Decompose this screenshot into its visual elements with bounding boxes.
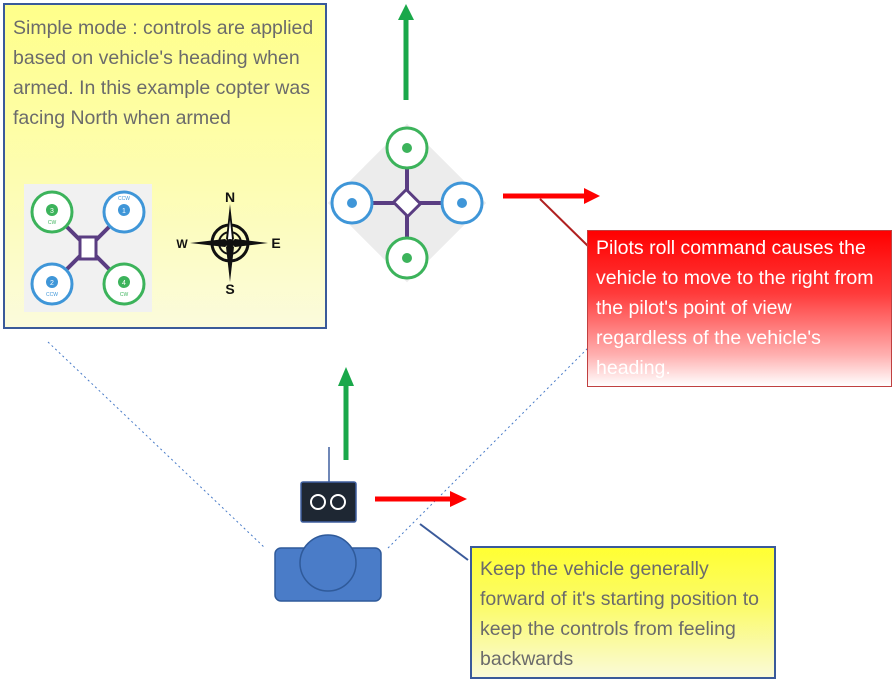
- roll-command-note: Pilots roll command causes the vehicle t…: [587, 230, 892, 387]
- motor-1-number: 1: [122, 208, 126, 215]
- roll-callout-line: [539, 198, 591, 249]
- keep-forward-note: Keep the vehicle generally forward of it…: [470, 546, 776, 679]
- pilot-icon: [274, 534, 382, 602]
- rotated-drone: [327, 123, 487, 283]
- transmitter-icon: [300, 447, 357, 523]
- roll-command-text: Pilots roll command causes the vehicle t…: [596, 237, 874, 379]
- motor-3-dir: CW: [48, 220, 57, 226]
- compass-n: N: [225, 190, 235, 205]
- motor-4-dir: CW: [120, 292, 129, 298]
- motor-4-number: 4: [122, 280, 126, 287]
- pilot-forward-arrow: [338, 367, 354, 460]
- compass-w: W: [176, 237, 188, 251]
- view-line-right: [387, 331, 605, 549]
- view-line-left: [47, 341, 266, 549]
- copter-forward-arrow: [398, 4, 414, 100]
- motor-1-dir: CCW: [118, 196, 130, 202]
- simple-mode-note: Simple mode : controls are applied based…: [3, 3, 327, 329]
- quad-diagram-thumbnail: 3 CW 1 CCW 2 CCW 4 CW: [24, 184, 152, 312]
- motor-2-number: 2: [50, 280, 54, 287]
- compass-rose-icon: N S W E: [176, 190, 280, 296]
- compass-e: E: [271, 235, 280, 251]
- compass-s: S: [225, 281, 234, 296]
- motor-3-number: 3: [50, 208, 54, 215]
- keep-forward-text: Keep the vehicle generally forward of it…: [480, 558, 760, 670]
- keep-callout-line: [419, 523, 469, 561]
- simple-mode-text: Simple mode : controls are applied based…: [13, 17, 314, 129]
- copter-roll-arrow: [503, 188, 600, 204]
- motor-2-dir: CCW: [46, 292, 58, 298]
- pilot-roll-arrow: [375, 491, 467, 507]
